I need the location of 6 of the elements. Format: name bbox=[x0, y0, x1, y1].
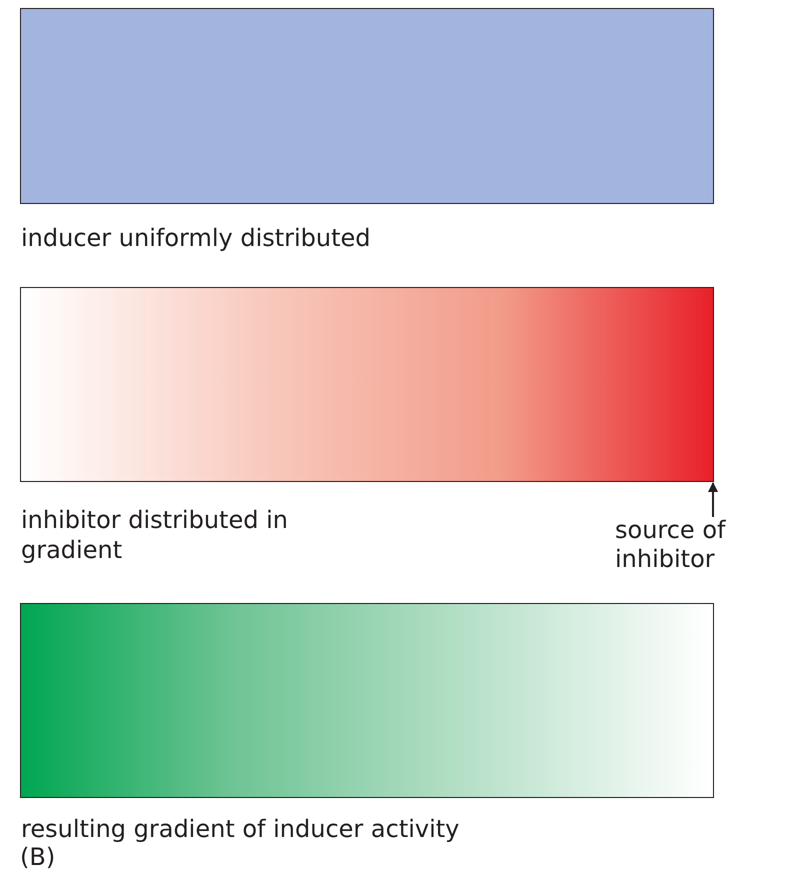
bar-caption: resulting gradient of inducer activity bbox=[21, 814, 460, 844]
panel-label: (B) bbox=[20, 843, 56, 872]
bar-caption: inhibitor distributed in gradient bbox=[21, 505, 289, 565]
arrow bbox=[708, 482, 718, 517]
bar-caption: inducer uniformly distributed bbox=[21, 223, 372, 253]
annotation-text: source of inhibitor bbox=[615, 516, 790, 574]
